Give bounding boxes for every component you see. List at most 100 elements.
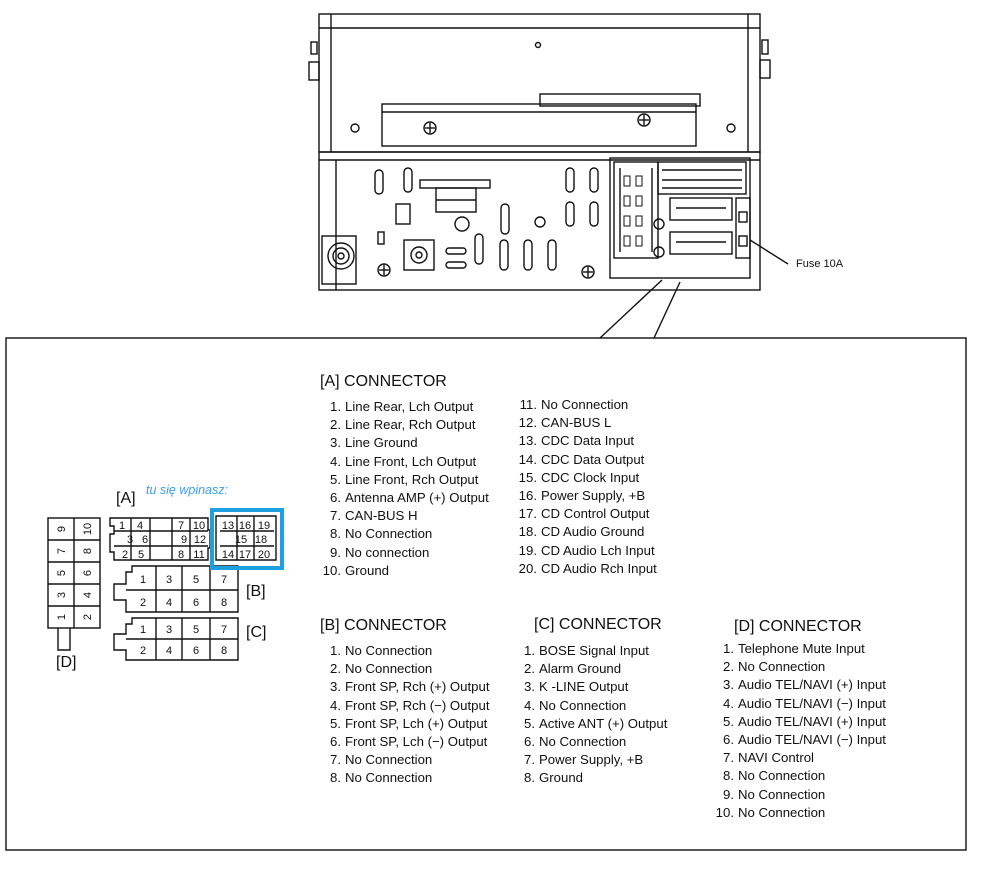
pin-a-2: 2 — [122, 549, 128, 561]
pin-number: 2. — [330, 661, 341, 677]
pin-function: Power Supply, +B — [539, 752, 644, 768]
pin-number: 9. — [330, 544, 341, 560]
pin-a-9: 9 — [181, 534, 187, 546]
pin-a-17: 17 — [239, 549, 251, 561]
pin-function: Line Rear, Lch Output — [345, 399, 474, 414]
connector-a-left-drawing — [109, 517, 211, 561]
pin-number: 8. — [524, 770, 535, 786]
pin-d-7: 7 — [56, 548, 68, 554]
pin-c-8: 8 — [221, 645, 227, 657]
pin-function: No Connection — [345, 661, 433, 677]
pin-function: Front SP, Rch (+) Output — [345, 679, 490, 695]
pin-function: CAN-BUS L — [541, 415, 612, 431]
pin-a-5: 5 — [138, 549, 144, 561]
pin-a-20: 20 — [258, 549, 270, 561]
pin-number: 6. — [524, 734, 535, 750]
pin-entry: 6.Front SP, Lch (−) Output — [320, 733, 490, 751]
connector-frame — [5, 337, 967, 851]
pin-entry: 16.Power Supply, +B — [516, 487, 657, 505]
pin-b-7: 7 — [221, 574, 227, 586]
pin-function: Power Supply, +B — [541, 488, 646, 504]
pin-a-1: 1 — [119, 520, 125, 532]
pin-number: 5. — [723, 713, 734, 729]
pin-function: No Connection — [345, 526, 433, 542]
pin-b-3: 3 — [166, 574, 172, 586]
pin-number: 1. — [723, 641, 734, 656]
pin-c-7: 7 — [221, 624, 227, 636]
pin-entry: 10.Ground — [320, 562, 489, 580]
pin-d-1: 1 — [56, 614, 68, 620]
pin-number: 1. — [524, 643, 535, 658]
pin-d-2: 2 — [82, 614, 94, 620]
pin-a-11: 11 — [193, 549, 204, 561]
pin-function: Audio TEL/NAVI (+) Input — [738, 713, 886, 729]
pin-entry: 1.Line Rear, Lch Output — [320, 398, 489, 416]
connector-c-title: [C] CONNECTOR — [534, 616, 662, 633]
pin-d-9: 9 — [56, 526, 68, 532]
pin-number: 2. — [524, 661, 535, 677]
pin-b-8: 8 — [221, 597, 227, 609]
pin-number: 10. — [715, 804, 734, 820]
pinout-note: tu się wpinasz: — [146, 483, 228, 497]
pin-function: No Connection — [539, 734, 627, 750]
pin-entry: 9.No Connection — [713, 786, 886, 804]
pin-function: No Connection — [345, 752, 433, 768]
pin-entry: 8.No Connection — [320, 769, 490, 787]
pin-entry: 1.Telephone Mute Input — [713, 640, 886, 658]
pin-entry: 1.BOSE Signal Input — [514, 642, 667, 660]
pin-number: 3. — [330, 679, 341, 695]
pin-number: 11. — [519, 397, 537, 412]
pin-number: 7. — [524, 752, 535, 768]
pin-function: NAVI Control — [738, 750, 814, 766]
pin-entry: 7.No Connection — [320, 751, 490, 769]
pin-a-10: 10 — [193, 520, 205, 532]
pin-a-18: 18 — [255, 534, 267, 546]
pin-number: 18. — [518, 524, 537, 540]
pin-c-5: 5 — [193, 624, 199, 636]
connector-b-section: [B] CONNECTOR — [320, 617, 447, 643]
pin-function: K -LINE Output — [539, 679, 629, 695]
pin-function: Front SP, Rch (−) Output — [345, 697, 490, 713]
pin-entry: 11.No Connection — [516, 396, 657, 414]
pin-entry: 8.No Connection — [320, 525, 489, 543]
pin-entry: 3.K -LINE Output — [514, 678, 667, 696]
pin-function: No connection — [345, 544, 430, 560]
pin-entry: 20.CD Audio Rch Input — [516, 560, 657, 578]
pin-number: 8. — [330, 770, 341, 786]
connector-a-label: [A] — [116, 490, 136, 507]
pin-entry: 5.Front SP, Lch (+) Output — [320, 715, 490, 733]
pin-number: 9. — [723, 786, 734, 802]
pin-entry: 9.No connection — [320, 544, 489, 562]
pin-function: Audio TEL/NAVI (−) Input — [738, 695, 886, 711]
pin-c-2: 2 — [140, 645, 146, 657]
pin-number: 14. — [518, 451, 537, 467]
pin-function: CDC Data Input — [541, 433, 635, 449]
pin-function: Front SP, Lch (−) Output — [345, 734, 488, 750]
pin-entry: 4.No Connection — [514, 697, 667, 715]
pin-a-19: 19 — [258, 520, 270, 532]
connector-c-drawing — [113, 617, 239, 661]
pin-entry: 13.CDC Data Input — [516, 432, 657, 450]
pin-function: CAN-BUS H — [345, 508, 418, 524]
pin-b-1: 1 — [140, 574, 146, 586]
pin-number: 4. — [524, 697, 535, 713]
connector-b-drawing — [113, 565, 239, 613]
pin-number: 6. — [330, 490, 341, 506]
pin-number: 4. — [330, 697, 341, 713]
pin-number: 13. — [518, 433, 537, 449]
pin-function: No Connection — [738, 786, 826, 802]
pin-entry: 14.CDC Data Output — [516, 451, 657, 469]
pin-a-7: 7 — [178, 520, 184, 532]
pin-function: Ground — [539, 770, 583, 786]
pin-number: 6. — [723, 732, 734, 748]
pin-entry: 8.No Connection — [713, 767, 886, 785]
pin-number: 19. — [518, 542, 537, 558]
pin-c-4: 4 — [166, 645, 172, 657]
pin-entry: 6.Audio TEL/NAVI (−) Input — [713, 731, 886, 749]
pin-d-6: 6 — [82, 570, 94, 576]
connector-a-section: [A] CONNECTOR — [320, 373, 447, 399]
pin-number: 3. — [330, 435, 341, 451]
pin-number: 7. — [330, 752, 341, 768]
pin-function: Front SP, Lch (+) Output — [345, 715, 488, 731]
